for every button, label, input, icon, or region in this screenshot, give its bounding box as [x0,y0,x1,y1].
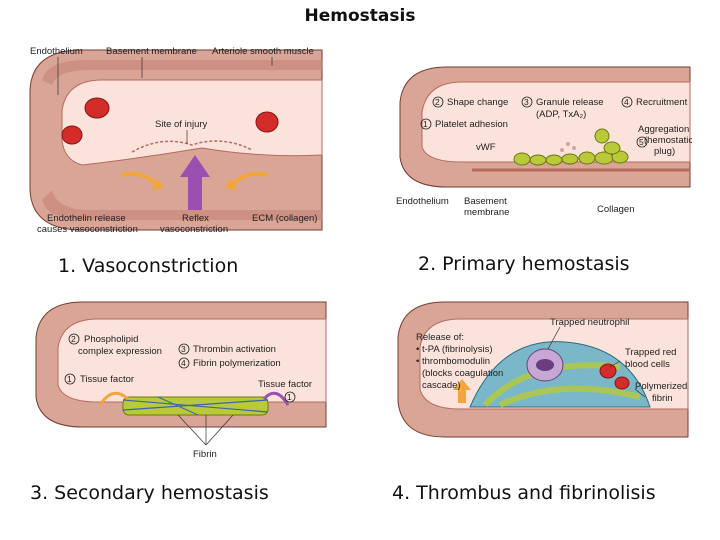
label-trapped-red-2: blood cells [625,359,670,370]
step-number: 3 [181,344,186,354]
panel-primary-hemostasis: 2 1 3 4 5 Shape change Platelet adhesion… [392,62,692,222]
label-basement-2: membrane [464,207,509,218]
caption-thrombus-fibrinolysis: 4. Thrombus and fibrinolisis [392,482,656,504]
secondary-hemostasis-diagram: 2 3 4 1 1 Phospholipid complex expressio… [28,297,328,462]
label-collagen: Collagen [597,204,635,215]
label-thrombin: Thrombin activation [193,344,276,355]
label-fibrin-polymerization: Fibrin polymerization [193,358,281,369]
label-ecm: ECM (collagen) [252,213,317,224]
label-phospholipid-1: Phospholipid [84,334,138,345]
label-tpa: • t-PA (fibrinolysis) [416,344,493,355]
trapped-red-blood-cell [615,377,629,389]
label-endothelium: Endothelium [396,196,449,207]
step-number: 4 [181,358,186,368]
panel-thrombus-fibrinolysis: Release of: • t-PA (fibrinolysis) • thro… [390,297,690,447]
label-polymerized-1: Polymerized [635,381,687,392]
label-tissue-factor-left: Tissue factor [80,374,134,385]
label-basement-1: Basement [464,196,507,207]
label-trapped-red-1: Trapped red [625,347,676,358]
label-granule-2: (ADP, TxA₂) [536,109,586,120]
label-recruitment: Recruitment [636,97,688,108]
step-number: 2 [71,334,76,344]
fibrin-clot [123,397,268,415]
primary-hemostasis-diagram: 2 1 3 4 5 Shape change Platelet adhesion… [392,62,692,222]
vasoconstriction-diagram: Endothelium Basement membrane Arteriole … [22,40,337,240]
label-trapped-neutrophil: Trapped neutrophil [550,317,629,328]
label-blocks-1: (blocks coagulation [422,368,503,379]
panel-vasoconstriction: Endothelium Basement membrane Arteriole … [22,40,337,240]
label-shape-change: Shape change [447,97,508,108]
label-tissue-factor-right: Tissue factor [258,379,312,390]
red-blood-cell [62,126,82,144]
label-endothelin-1: Endothelin release [47,213,126,224]
label-aggregation-2: (hemostatic [644,135,692,146]
label-fibrin: Fibrin [193,449,217,460]
label-phospholipid-2: complex expression [78,346,162,357]
step-number: 4 [624,97,629,107]
step-number: 1 [67,374,72,384]
label-vwf: vWF [476,142,496,153]
step-number: 1 [287,392,292,402]
label-endothelin-2: causes vasoconstriction [37,224,138,235]
label-thrombomodulin: • thrombomodulin [416,356,490,367]
label-aggregation-3: plug) [654,146,675,157]
label-release: Release of: [416,332,464,343]
label-polymerized-2: fibrin [652,393,673,404]
red-blood-cell [256,112,278,132]
caption-secondary-hemostasis: 3. Secondary hemostasis [30,482,269,504]
release-arrow [458,389,466,403]
step-number: 3 [524,97,529,107]
label-blocks-2: cascade) [422,380,461,391]
red-blood-cell [85,98,109,118]
caption-vasoconstriction: 1. Vasoconstriction [58,255,238,277]
label-granule-1: Granule release [536,97,604,108]
thrombus-diagram: Release of: • t-PA (fibrinolysis) • thro… [390,297,690,447]
label-endothelium: Endothelium [30,46,83,57]
panel-secondary-hemostasis: 2 3 4 1 1 Phospholipid complex expressio… [28,297,328,462]
page-title: Hemostasis [0,6,720,26]
label-site-of-injury: Site of injury [155,119,208,130]
step-number: 2 [435,97,440,107]
label-reflex-1: Reflex [182,213,209,224]
label-smooth-muscle: Arteriole smooth muscle [212,46,314,57]
caption-primary-hemostasis: 2. Primary hemostasis [418,253,630,275]
reflex-arrow [188,175,202,210]
label-reflex-2: vasoconstriction [160,224,228,235]
label-basement-membrane: Basement membrane [106,46,197,57]
step-number: 1 [423,119,428,129]
trapped-red-blood-cell [600,364,616,378]
label-aggregation-1: Aggregation [638,124,689,135]
label-platelet-adhesion: Platelet adhesion [435,119,508,130]
